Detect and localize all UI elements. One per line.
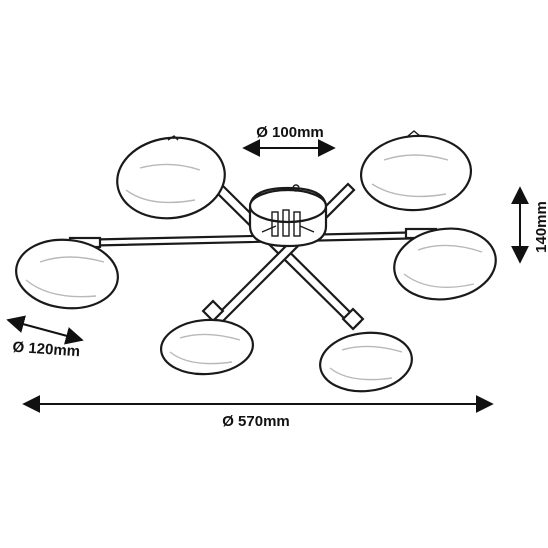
dimension-label-diffuser-top: Ø 100mm [256, 124, 324, 141]
dimension-overall-width: Ø 570mm [22, 395, 494, 430]
dimension-diffuser-top: Ø 100mm [242, 124, 336, 157]
dimension-label-overall-width: Ø 570mm [222, 413, 290, 430]
dimension-height: 140mm [511, 186, 548, 264]
lamp-head-top-left [116, 135, 226, 220]
dimension-label-height: 140mm [533, 201, 548, 253]
lamp-head-bottom-left [159, 318, 255, 376]
lamp-head-mid-right [393, 227, 497, 301]
dimension-label-diffuser-side: Ø 120mm [12, 339, 81, 361]
dimension-diffuser-side: Ø 120mm [6, 315, 84, 361]
lamp-head-top-right [359, 130, 473, 212]
lamp-head-mid-left [15, 238, 119, 310]
canopy [248, 184, 328, 248]
lamp-head-bottom-right [319, 331, 413, 393]
